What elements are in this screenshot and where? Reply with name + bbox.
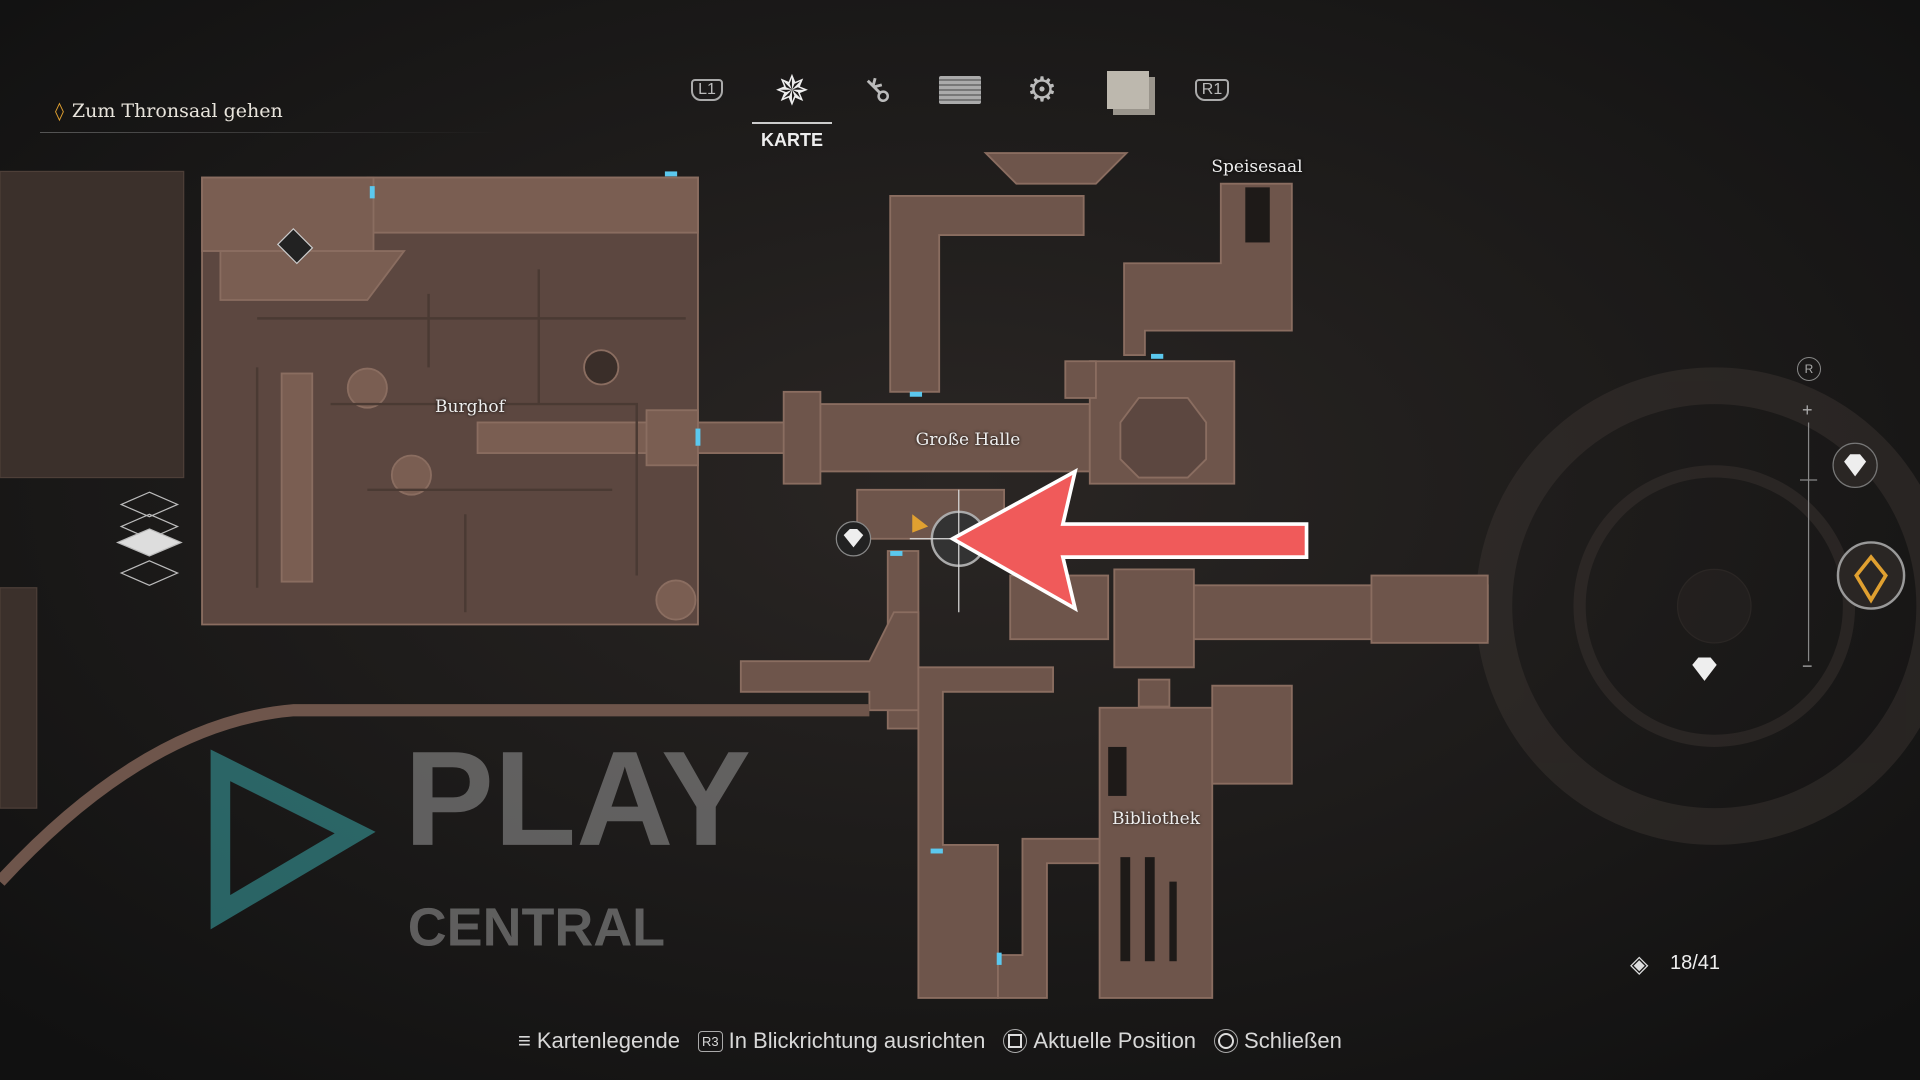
menu-icon: ≡ <box>518 1028 531 1053</box>
objective-text: Zum Thronsaal gehen <box>71 100 283 122</box>
west-wing-rooms <box>0 170 185 809</box>
objective-marker-icon <box>912 514 929 533</box>
circle-button-icon <box>1214 1029 1239 1053</box>
tab-map[interactable]: ✵ <box>764 62 820 118</box>
floor-selector-icon <box>115 491 183 586</box>
treasure-diamond-icon <box>835 521 872 557</box>
tab-crafting[interactable]: ⚙ <box>1014 62 1070 118</box>
current-objective: ◊ Zum Thronsaal gehen <box>55 100 283 122</box>
burghof-maze <box>255 269 686 613</box>
bibliothek-shelves <box>1108 187 1270 962</box>
active-tab-underline <box>752 122 832 124</box>
hint-current-position-label: Aktuelle Position <box>1033 1028 1197 1053</box>
hint-map-legend-label: Kartenlegende <box>536 1028 680 1053</box>
play-central-watermark-logo: PLAY CENTRAL <box>210 723 751 957</box>
area-label-bibliothek: Bibliothek <box>1111 809 1201 829</box>
zoom-r-button[interactable]: R <box>1797 357 1821 381</box>
compass-icon: ✵ <box>774 66 810 114</box>
zoom-slider[interactable] <box>1800 422 1818 662</box>
hint-close[interactable]: Schließen <box>1214 1028 1342 1054</box>
l1-label: L1 <box>691 79 723 101</box>
treasure-counter: 18/41 <box>1670 952 1721 974</box>
bridge-path <box>0 704 870 886</box>
documents-icon <box>1107 71 1149 109</box>
hint-orient-label: In Blickrichtung ausrichten <box>728 1028 986 1053</box>
hint-close-label: Schließen <box>1244 1028 1342 1053</box>
zoom-in-button[interactable]: + <box>1802 400 1813 420</box>
svg-text:CENTRAL: CENTRAL <box>408 897 665 957</box>
treasure-counter-icon: ◈ <box>1630 951 1649 978</box>
r3-button-icon: R3 <box>697 1030 723 1052</box>
area-label-grosse-halle: Große Halle <box>915 430 1021 450</box>
typewriter-icon <box>276 227 314 265</box>
background-wheel <box>1475 367 1920 845</box>
hint-current-position[interactable]: Aktuelle Position <box>1003 1028 1196 1054</box>
tab-inventory[interactable] <box>932 62 988 118</box>
tab-files[interactable] <box>1100 62 1156 118</box>
key-icon: ⚷ <box>854 67 900 113</box>
zoom-out-button[interactable]: − <box>1802 656 1813 676</box>
wheel-diamond-icon <box>1692 657 1717 681</box>
objective-divider <box>40 132 500 133</box>
central-rooms <box>697 152 1489 999</box>
objective-marker-icon: ◊ <box>55 100 64 122</box>
door-markers <box>369 171 1164 965</box>
gears-icon: ⚙ <box>1026 71 1058 109</box>
side-objective-icon <box>1836 541 1906 610</box>
guide-arrow <box>948 467 1309 613</box>
r1-label: R1 <box>1194 79 1230 101</box>
svg-text:PLAY: PLAY <box>404 723 751 874</box>
hint-map-legend[interactable]: ≡Kartenlegende <box>518 1028 680 1054</box>
tab-map-label: KARTE <box>761 130 823 150</box>
area-label-speisesaal: Speisesaal <box>1211 157 1303 177</box>
briefcase-icon <box>939 76 981 104</box>
area-label-burghof: Burghof <box>435 397 505 417</box>
r1-button[interactable]: R1 <box>1184 62 1240 118</box>
side-diamond-icon <box>1832 442 1878 488</box>
burghof-rooms <box>201 176 699 626</box>
square-button-icon <box>1003 1029 1028 1053</box>
l1-button[interactable]: L1 <box>679 62 735 118</box>
